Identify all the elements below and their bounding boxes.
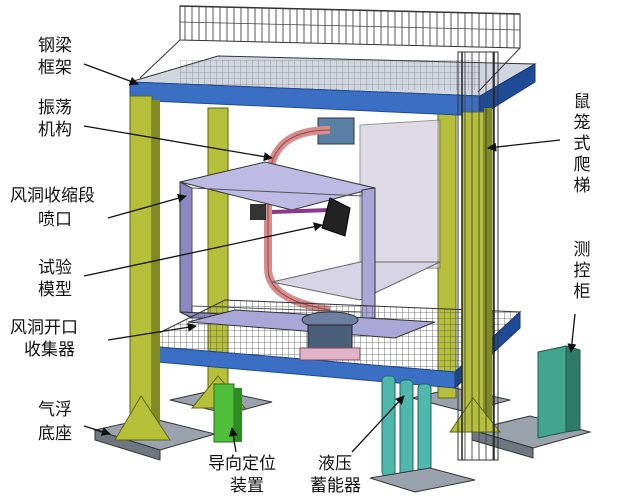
top-grating: [180, 60, 480, 90]
label-air-base-line2: 底座: [38, 424, 72, 444]
column-front-left: [129, 95, 153, 427]
base-plate-front-left-side: [94, 429, 161, 461]
cage-ladder: [457, 51, 499, 461]
top-steel-frame: [129, 5, 537, 117]
arrow-air-base: [83, 425, 111, 436]
model-body: [321, 197, 351, 237]
label-steel-frame-line1: 钢梁: [38, 36, 72, 56]
label-test-model-line1: 试验: [38, 258, 72, 278]
air-float-bases: [93, 387, 592, 461]
arrow-ladder: [487, 139, 561, 152]
arrow-accumulator: [351, 395, 405, 453]
guide-post: [213, 383, 235, 443]
arrow-collector: [107, 322, 197, 341]
guide-post-side: [234, 388, 242, 442]
label-contraction-line1: 风洞收缩段: [10, 186, 95, 206]
label-air-base-line1: 气浮: [38, 400, 72, 420]
label-control-cabinet: 测控柜: [573, 240, 591, 302]
back-wall-panel: [359, 119, 441, 271]
arrow-test-model: [83, 222, 323, 277]
cabinet-side: [565, 345, 581, 433]
test-model: [250, 197, 351, 237]
test-section-floor: [271, 261, 441, 301]
label-guide-line1: 导向定位: [208, 454, 276, 474]
pink-base-pad: [299, 347, 361, 361]
label-accumulator-line1: 液压: [318, 454, 352, 474]
arrow-console: [567, 313, 577, 353]
arrow-steel-frame: [83, 63, 139, 86]
ladder-cage: [457, 51, 499, 461]
column-front-left-side: [152, 100, 160, 426]
label-collector-line2: 收集器: [24, 340, 75, 360]
control-cabinet: [537, 345, 581, 439]
accumulator-1: [381, 375, 396, 477]
callout-arrows: [83, 63, 577, 453]
gusset-front-left: [114, 395, 171, 441]
guide-positioning-device: [213, 383, 242, 443]
model-clamp: [250, 204, 266, 220]
label-oscillation-line2: 机构: [38, 120, 72, 140]
accumulator-2: [399, 379, 414, 479]
accumulator-3: [417, 383, 432, 481]
label-accumulator-line2: 蓄能器: [310, 476, 361, 496]
label-contraction-line2: 喷口: [38, 210, 72, 230]
nozzle-right: [361, 187, 376, 321]
cabinet-front: [537, 345, 567, 439]
arrow-oscillation: [83, 125, 273, 162]
label-steel-frame-line2: 框架: [38, 58, 72, 78]
label-test-model-line2: 模型: [38, 280, 72, 300]
label-collector-line1: 风洞开口: [10, 318, 78, 338]
label-guide-line2: 装置: [230, 476, 264, 496]
arrow-guide: [228, 427, 238, 453]
label-oscillation-line1: 振荡: [38, 98, 72, 118]
label-cage-ladder: 鼠笼式爬梯: [573, 92, 591, 196]
contraction-nozzle: [179, 161, 376, 321]
nozzle-left: [179, 181, 193, 319]
arrow-contraction: [107, 193, 187, 219]
accumulator-base: [369, 467, 476, 493]
